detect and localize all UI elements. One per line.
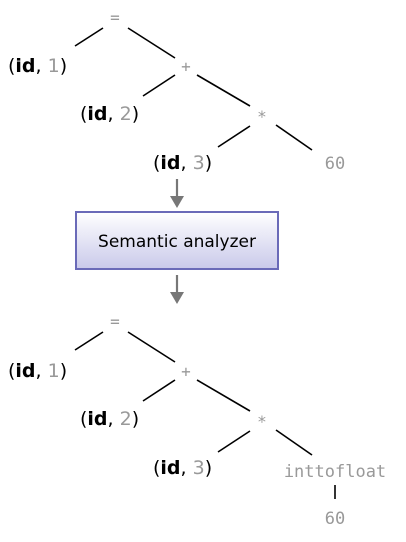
node-times: * bbox=[257, 107, 267, 126]
semantic-analyzer-box: Semantic analyzer bbox=[75, 211, 279, 270]
node-const-60: 60 bbox=[325, 154, 345, 174]
id-index: 1 bbox=[48, 55, 60, 77]
id-index: 1 bbox=[48, 360, 60, 382]
analyzer-box-frame bbox=[75, 211, 279, 270]
node-id-3: (id, 3) bbox=[153, 457, 212, 479]
node-assign: = bbox=[110, 312, 120, 331]
id-keyword: id bbox=[160, 457, 180, 479]
edge-times-left bbox=[217, 125, 251, 148]
id-keyword: id bbox=[15, 55, 35, 77]
id-index: 2 bbox=[120, 103, 132, 125]
node-plus: + bbox=[181, 57, 191, 76]
node-inttofloat: inttofloat bbox=[284, 462, 386, 482]
node-id-2: (id, 2) bbox=[80, 103, 139, 125]
node-times: * bbox=[257, 412, 267, 431]
id-index: 3 bbox=[193, 457, 205, 479]
analyzer-box-label: Semantic analyzer bbox=[98, 232, 256, 252]
edge-times-right bbox=[275, 124, 313, 151]
top-tree: = (id, 1) + (id, 2) * (id, 3) 60 bbox=[8, 8, 345, 174]
id-keyword: id bbox=[15, 360, 35, 382]
edge-plus-left bbox=[142, 74, 176, 97]
node-id-2: (id, 2) bbox=[80, 408, 139, 430]
edge-root-left bbox=[74, 27, 104, 47]
id-keyword: id bbox=[87, 408, 107, 430]
id-keyword: id bbox=[87, 103, 107, 125]
arrow-down-icon bbox=[170, 275, 184, 304]
edge-plus-left bbox=[142, 379, 176, 402]
arrow-down-icon bbox=[170, 179, 184, 208]
edge-times-conversion bbox=[275, 429, 313, 456]
id-index: 3 bbox=[193, 152, 205, 174]
id-index: 2 bbox=[120, 408, 132, 430]
edge-root-left bbox=[74, 331, 104, 351]
node-id-3: (id, 3) bbox=[153, 152, 212, 174]
node-assign: = bbox=[110, 8, 120, 27]
node-id-1: (id, 1) bbox=[8, 360, 67, 382]
node-plus: + bbox=[181, 362, 191, 381]
edge-times-left bbox=[217, 430, 251, 453]
bottom-tree: = (id, 1) + (id, 2) * (id, 3) inttofloat… bbox=[8, 312, 386, 529]
edge-root-plus bbox=[127, 27, 176, 59]
edge-root-plus bbox=[127, 331, 176, 363]
node-id-1: (id, 1) bbox=[8, 55, 67, 77]
node-const-60: 60 bbox=[325, 509, 345, 529]
id-keyword: id bbox=[160, 152, 180, 174]
edge-plus-times bbox=[196, 74, 251, 107]
edge-plus-times bbox=[196, 379, 251, 412]
